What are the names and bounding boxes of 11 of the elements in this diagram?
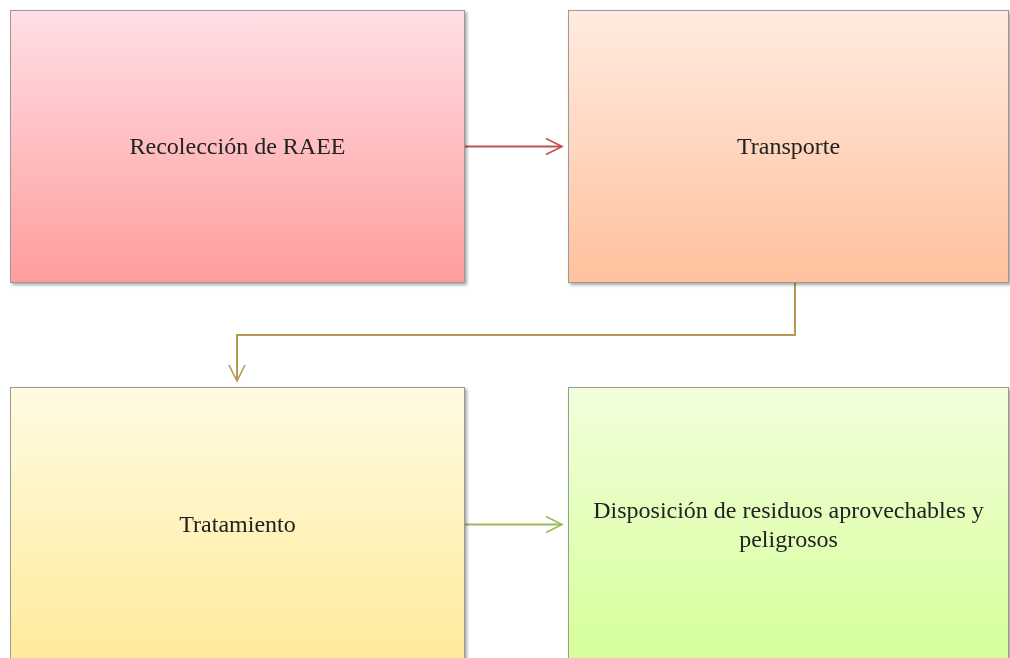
arrow (464, 137, 563, 156)
box-label: Transporte (735, 132, 842, 161)
process-box (10, 387, 465, 658)
process-box (10, 10, 465, 283)
box-label: Tratamiento (178, 510, 297, 539)
process-box (568, 10, 1009, 283)
arrow (464, 515, 563, 534)
box-label: Disposición de residuos aprovechables y peligrosos (592, 495, 985, 554)
process-box (568, 387, 1009, 658)
box-label: Recolección de RAEE (128, 132, 347, 161)
arrow (228, 282, 796, 382)
